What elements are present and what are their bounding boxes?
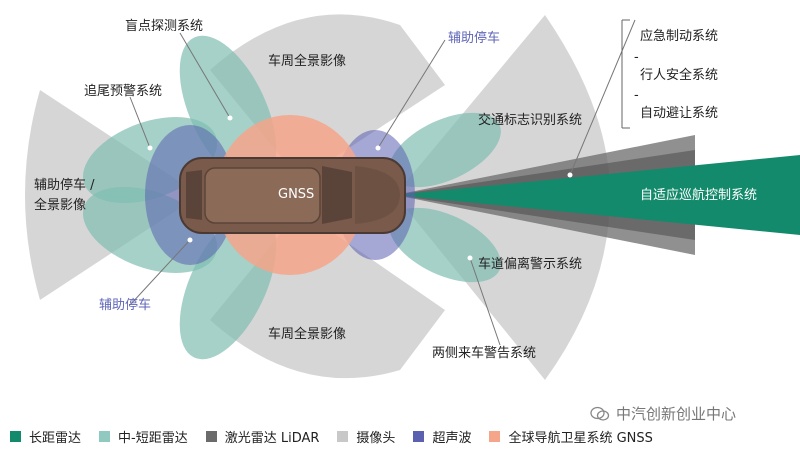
- label-traffic-sign: 交通标志识别系统: [478, 113, 583, 128]
- legend-swatch: [489, 430, 501, 442]
- label-blind-spot: 盲点探测系统: [125, 19, 204, 34]
- legend-swatch: [337, 430, 349, 442]
- legend-swatch: [10, 430, 21, 442]
- legend-item-lidar: 激光雷达 LiDAR: [205, 427, 319, 446]
- car-hood: [355, 166, 400, 224]
- legend-item-camera: 摄像头: [337, 427, 395, 446]
- legend-item-long-range-radar: 长距雷达: [10, 427, 81, 446]
- label-rear-warning: 追尾预警系统: [84, 84, 163, 99]
- brand-watermark: 中汽创新创业中心: [590, 403, 736, 424]
- radar-lobe-front-top: [389, 112, 501, 188]
- callout-lines: [129, 19, 636, 346]
- car-rear-window: [186, 170, 202, 220]
- label-pedestrian: 行人安全系统: [640, 68, 719, 83]
- label-gnss: GNSS: [278, 187, 315, 202]
- long-range-radar-beam: [395, 155, 800, 235]
- label-surround-top: 车周全景影像: [268, 54, 347, 69]
- legend-item-mid-short-radar: 中-短距雷达: [99, 427, 188, 446]
- callout-dots: [147, 115, 573, 261]
- label-park-left-1: 辅助停车 /: [34, 178, 95, 193]
- label-dash-2: -: [634, 88, 639, 103]
- label-dash-1: -: [634, 50, 639, 65]
- brand-text: 中汽创新创业中心: [616, 405, 737, 423]
- system-list-bracket: [621, 19, 630, 129]
- label-park-top: 辅助停车: [448, 31, 501, 46]
- legend-swatch: [205, 430, 217, 442]
- car-roof: [204, 167, 321, 224]
- car-windshield: [322, 166, 352, 224]
- label-cross-traffic: 两侧来车警告系统: [432, 346, 537, 361]
- legend-item-gnss: 全球导航卫星系统 GNSS: [489, 427, 653, 446]
- label-aeb: 应急制动系统: [640, 29, 719, 44]
- car-top-view: [179, 157, 406, 234]
- legend-swatch: [413, 430, 425, 442]
- legend-item-ultrasonic: 超声波: [413, 427, 471, 446]
- label-avoid: 自动避让系统: [640, 106, 719, 121]
- radar-lobe-front-bottom: [389, 207, 501, 283]
- legend-swatch: [99, 430, 111, 442]
- wechat-icon: [590, 406, 610, 421]
- label-surround-bottom: 车周全景影像: [268, 327, 347, 342]
- label-acc: 自适应巡航控制系统: [640, 188, 758, 203]
- label-park-bottom: 辅助停车: [99, 298, 152, 313]
- label-park-left-2: 全景影像: [34, 198, 87, 213]
- label-lane-departure: 车道偏离警示系统: [478, 257, 583, 272]
- legend: 长距雷达 中-短距雷达 激光雷达 LiDAR 摄像头 超声波 全球导航卫星系统 …: [10, 427, 671, 446]
